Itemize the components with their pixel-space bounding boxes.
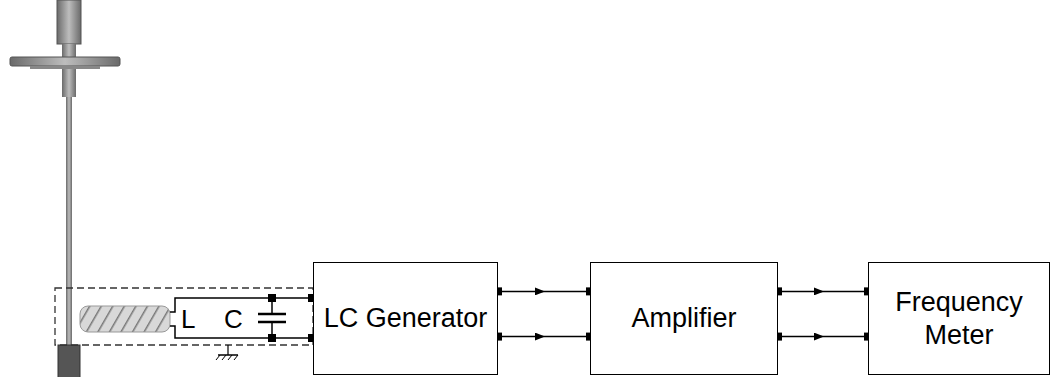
signal-wire: [498, 291, 590, 293]
component-label: C: [224, 306, 243, 332]
component-label: L: [181, 306, 195, 332]
block-box: Frequency Meter: [868, 262, 1050, 375]
block-box: Amplifier: [590, 262, 778, 375]
block-label: Amplifier: [631, 302, 736, 334]
signal-wire: [498, 336, 590, 338]
block-box: LC Generator: [313, 262, 498, 375]
signal-wire: [778, 291, 868, 293]
block-label: LC Generator: [324, 302, 488, 334]
signal-wire: [778, 336, 868, 338]
block-label: Frequency Meter: [875, 286, 1043, 351]
